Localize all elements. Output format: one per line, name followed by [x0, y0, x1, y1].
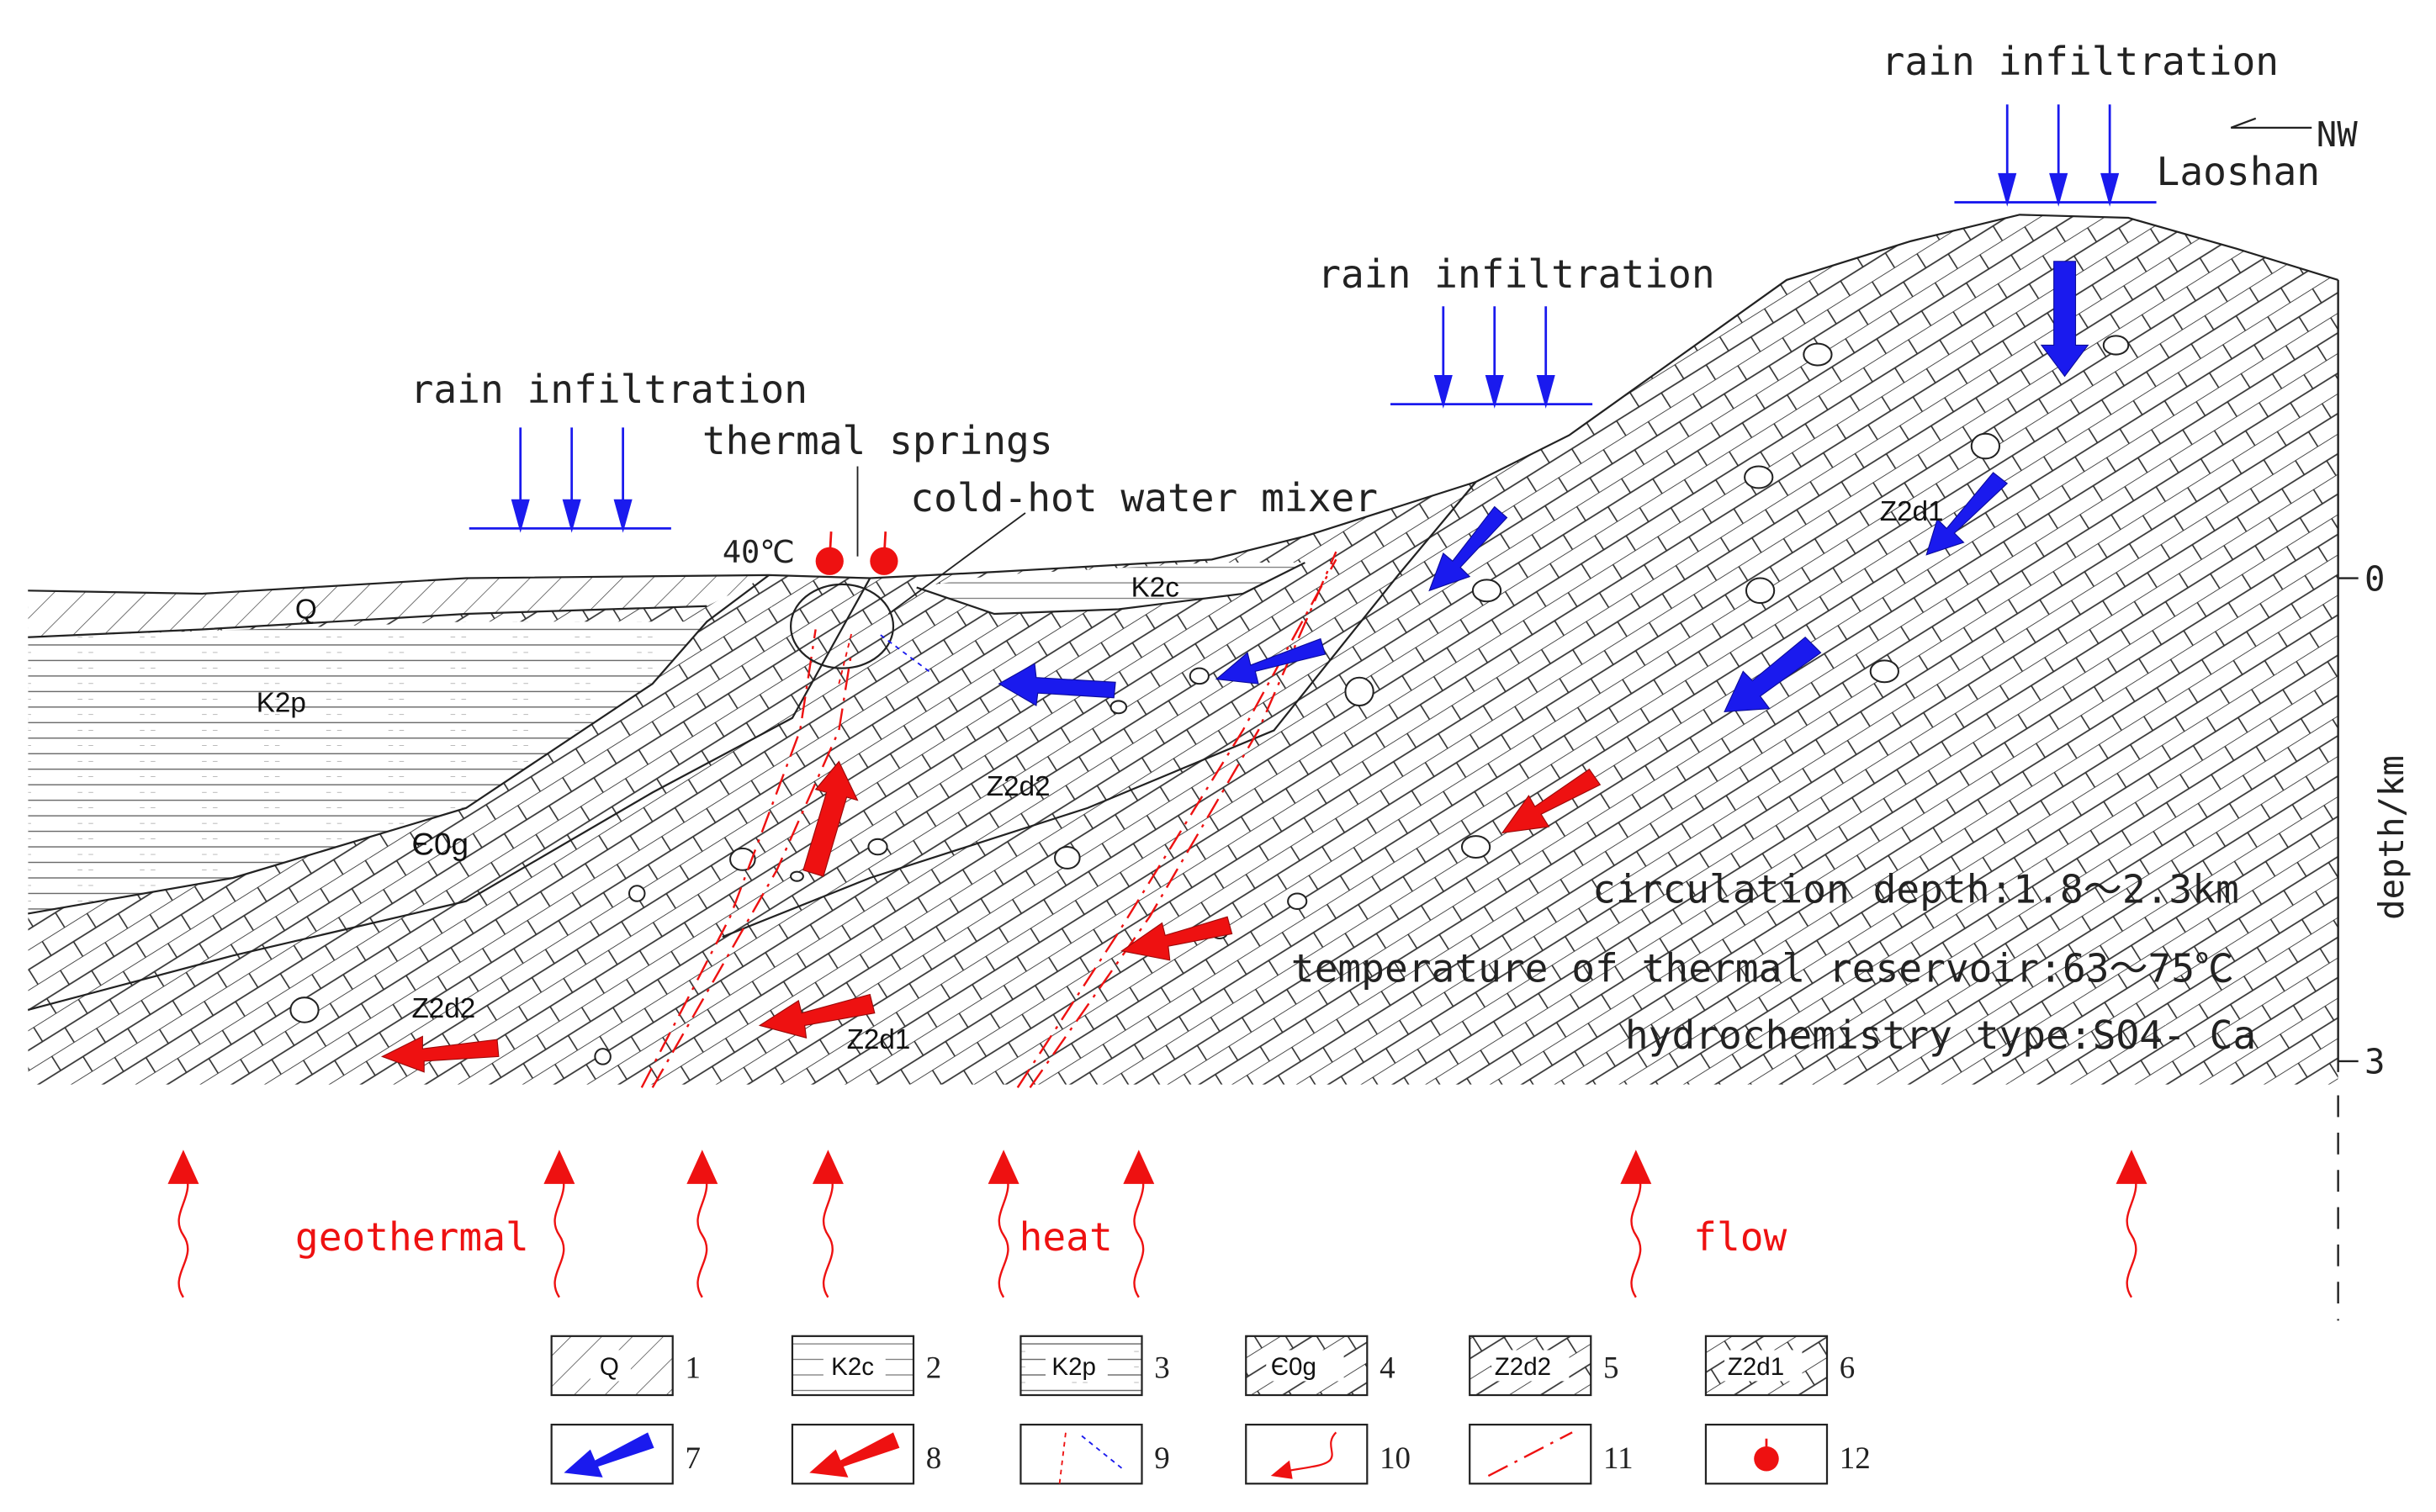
legend-item-5: Z2d2 5 — [1469, 1335, 1619, 1397]
legend-item-3: K2p 3 — [1019, 1335, 1170, 1397]
hot-flow-arrow-icon — [809, 1432, 900, 1478]
stratum-k2c-label: K2c — [1131, 573, 1179, 604]
svg-text:6: 6 — [1840, 1351, 1855, 1385]
cold-mix-arrow-icon — [878, 633, 930, 673]
legend-item-8: 8 — [791, 1423, 941, 1485]
rain-label-middle: rain infiltration — [1317, 251, 1714, 297]
legend: Q 1 K2c 2 K2p 3 Є0g 4 Z2d2 5 — [550, 1335, 1871, 1485]
north-west-arrow-icon — [2230, 117, 2312, 130]
rain-label-right: rain infiltration — [1882, 39, 2279, 84]
stratum-z2d2-label-b: Z2d2 — [411, 993, 475, 1024]
nw-label: NW — [2317, 114, 2358, 155]
svg-text:Z2d2: Z2d2 — [1495, 1353, 1551, 1381]
circulation-depth-text: circulation depth:1.8～2.3km — [1592, 867, 2239, 912]
mixer-label: cold-hot water mixer — [910, 475, 1378, 521]
legend-item-7: 7 — [550, 1423, 701, 1485]
svg-text:2: 2 — [926, 1351, 941, 1385]
spring-temp-label: 40℃ — [723, 534, 795, 570]
fault-line-icon — [1487, 1431, 1573, 1478]
legend-item-6: Z2d1 6 — [1704, 1335, 1855, 1397]
legend-item-10: 10 — [1245, 1423, 1411, 1485]
svg-text:7: 7 — [686, 1441, 701, 1475]
depth-tick-3: 3 — [2365, 1042, 2385, 1082]
stratum-z2d1-label-a: Z2d1 — [847, 1024, 911, 1055]
legend-item-1: Q 1 — [550, 1335, 701, 1397]
heat-label: heat — [1019, 1214, 1113, 1260]
depth-axis-title: depth/km — [2371, 755, 2412, 920]
stratum-k2p-label: K2p — [257, 687, 306, 718]
laoshan-label: Laoshan — [2157, 149, 2321, 194]
cold-flow-arrow-icon — [564, 1432, 654, 1478]
hydrochemistry-text: hydrochemistry type:SO4- Ca — [1625, 1012, 2256, 1058]
rain-arrows-1 — [469, 427, 671, 533]
svg-text:K2p: K2p — [1051, 1353, 1096, 1381]
stratum-z2d2-label-a: Z2d2 — [987, 771, 1051, 802]
hot-flow-arrows — [380, 760, 1602, 1073]
legend-item-11: 11 — [1469, 1423, 1634, 1485]
thermal-spring-icon — [1754, 1446, 1779, 1472]
flow-label: flow — [1693, 1214, 1787, 1260]
legend-item-9: 9 — [1019, 1423, 1170, 1485]
thermal-spring-icons — [815, 531, 898, 575]
rain-arrows-2 — [1390, 306, 1593, 409]
svg-text:8: 8 — [926, 1441, 941, 1475]
svg-text:4: 4 — [1380, 1351, 1395, 1385]
geothermal-label: geothermal — [295, 1214, 529, 1260]
stratum-boundaries — [27, 214, 2338, 1092]
thermal-springs-label: thermal springs — [702, 418, 1053, 463]
heat-flow-wavy-arrows — [167, 1150, 2147, 1298]
svg-text:Z2d1: Z2d1 — [1728, 1353, 1784, 1381]
svg-text:11: 11 — [1603, 1441, 1634, 1475]
svg-text:9: 9 — [1154, 1441, 1169, 1475]
mixer-leader — [887, 512, 1026, 615]
svg-text:12: 12 — [1840, 1441, 1871, 1475]
svg-text:Q: Q — [600, 1353, 619, 1381]
svg-text:1: 1 — [686, 1351, 701, 1385]
stratum-q-label: Q — [295, 595, 317, 626]
svg-text:10: 10 — [1380, 1441, 1411, 1475]
svg-text:Є0g: Є0g — [1271, 1353, 1316, 1381]
depth-axis — [2337, 279, 2359, 1321]
svg-text:5: 5 — [1603, 1351, 1618, 1385]
svg-text:K2c: K2c — [831, 1353, 874, 1381]
reservoir-temp-text: temperature of thermal reservoir:63～75℃ — [1291, 946, 2233, 991]
legend-item-12: 12 — [1704, 1423, 1871, 1485]
cold-flow-arrows — [998, 261, 2089, 712]
mixer-circle — [789, 583, 895, 669]
stratum-e0g-label: Є0g — [411, 827, 469, 861]
legend-item-2: K2c 2 — [791, 1335, 941, 1397]
fault-lines — [640, 551, 1337, 1089]
stratum-z2d1-label-b: Z2d1 — [1880, 496, 1944, 527]
legend-item-4: Є0g 4 — [1245, 1335, 1395, 1397]
rain-arrows-3 — [1954, 104, 2157, 207]
svg-text:3: 3 — [1154, 1351, 1169, 1385]
depth-tick-0: 0 — [2365, 558, 2385, 599]
rain-label-left: rain infiltration — [410, 367, 808, 412]
